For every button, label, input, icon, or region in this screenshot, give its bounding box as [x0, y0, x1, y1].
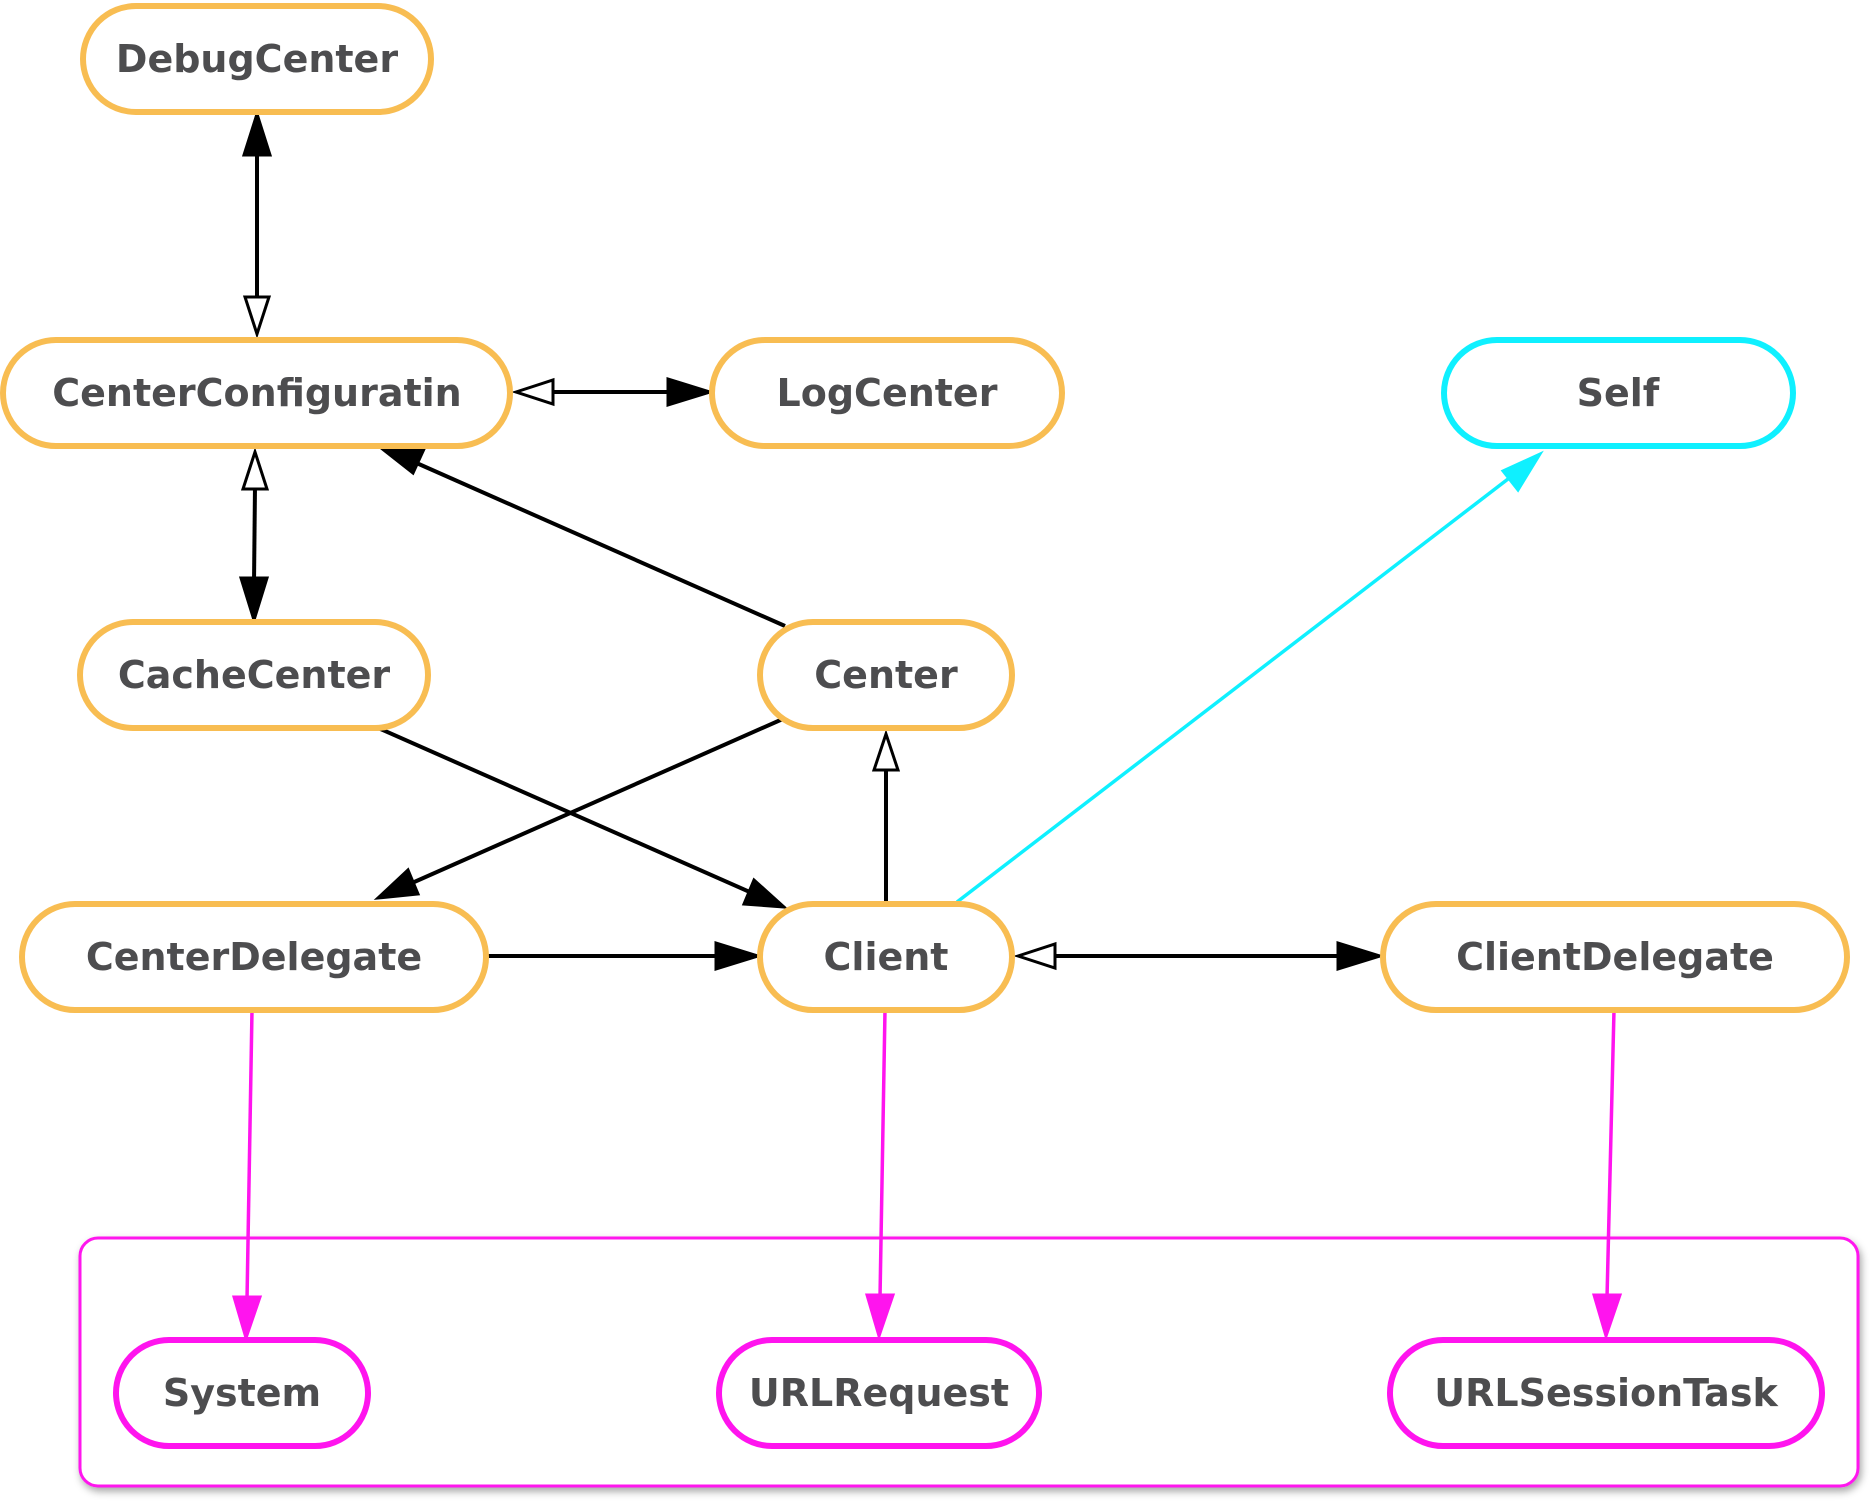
node-label: CenterConfiguratin: [52, 371, 461, 415]
edge-centerconfiguratin-cachecenter: [238, 447, 270, 626]
edge-center-centerdelegate: [373, 716, 786, 900]
node-debugcenter[interactable]: DebugCenter: [80, 3, 434, 115]
node-system[interactable]: System: [113, 1337, 371, 1449]
node-label: Self: [1577, 371, 1660, 415]
node-logcenter[interactable]: LogCenter: [709, 337, 1065, 449]
edge-client-urlrequest: [864, 1009, 896, 1341]
node-label: CenterDelegate: [86, 935, 422, 979]
node-label: ClientDelegate: [1456, 935, 1774, 979]
node-urlsessiontask[interactable]: URLSessionTask: [1387, 1337, 1825, 1449]
edge-centerdelegate-client: [486, 940, 764, 972]
node-label: Center: [814, 653, 958, 697]
node-label: URLRequest: [749, 1371, 1009, 1415]
node-label: Client: [824, 935, 949, 979]
node-label: LogCenter: [777, 371, 998, 415]
node-centerdelegate[interactable]: CenterDelegate: [19, 901, 489, 1013]
edge-cachecenter-client: [375, 725, 789, 909]
node-label: URLSessionTask: [1434, 1371, 1778, 1415]
edge-client-center: [871, 729, 901, 902]
node-clientdelegate[interactable]: ClientDelegate: [1380, 901, 1850, 1013]
edges: [231, 109, 1623, 1343]
node-label: DebugCenter: [116, 37, 398, 81]
edge-clientdelegate-urlsessiontask: [1591, 1009, 1623, 1341]
edge-centerdelegate-system: [231, 1009, 263, 1343]
node-centerconfiguratin[interactable]: CenterConfiguratin: [0, 337, 513, 449]
edge-debugcenter-centerconfiguratin: [241, 109, 273, 339]
edge-client-clientdelegate: [1013, 940, 1386, 972]
edge-client-self: [955, 450, 1544, 904]
node-cachecenter[interactable]: CacheCenter: [77, 619, 431, 731]
node-label: CacheCenter: [118, 653, 391, 697]
nodes: DebugCenter CenterConfiguratin LogCenter…: [0, 3, 1850, 1449]
edge-centerconfiguratin-logcenter: [511, 376, 716, 408]
edge-center-centerconfiguratin: [375, 445, 786, 628]
node-client[interactable]: Client: [757, 901, 1015, 1013]
node-self[interactable]: Self: [1441, 337, 1796, 449]
node-center[interactable]: Center: [757, 619, 1015, 731]
node-label: System: [163, 1371, 321, 1415]
node-urlrequest[interactable]: URLRequest: [716, 1337, 1042, 1449]
